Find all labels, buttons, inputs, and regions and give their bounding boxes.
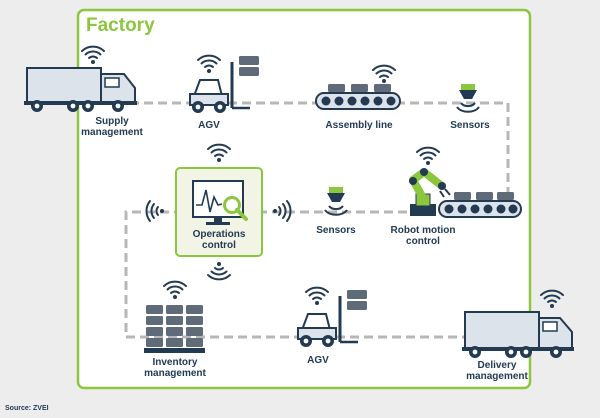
monitor-search-icon [192,180,248,225]
robot-arm-icon [409,168,451,216]
agv-bottom-forklift-icon [297,290,367,347]
sensor-top-icon [456,84,480,113]
pallet-stack-icon [144,305,205,353]
label-sensors-top: Sensors [450,120,490,131]
delivery-wifi-icon [540,289,564,309]
label-delivery-management: Delivery management [466,360,528,382]
agv-top-forklift-icon [189,56,259,113]
sensor-mid-icon [324,187,348,216]
label-inventory-management: Inventory management [144,357,206,379]
source-note: Source: ZVEI [5,405,49,412]
robot-conveyor-icon [438,192,522,218]
diagram-title: Factory [86,15,155,36]
delivery-truck-icon [462,311,574,358]
label-robot-motion-control: Robot motion control [390,225,456,247]
label-operations-control: Operations control [192,229,246,251]
label-agv-bottom: AGV [307,355,329,366]
label-sensors-mid: Sensors [316,225,356,236]
assembly-conveyor-icon [315,84,401,110]
label-agv-top: AGV [198,120,220,131]
flow-path [124,101,510,339]
label-assembly-line: Assembly line [325,120,393,131]
supply-truck-icon [24,67,137,112]
label-supply-management: Supply management [81,116,143,138]
